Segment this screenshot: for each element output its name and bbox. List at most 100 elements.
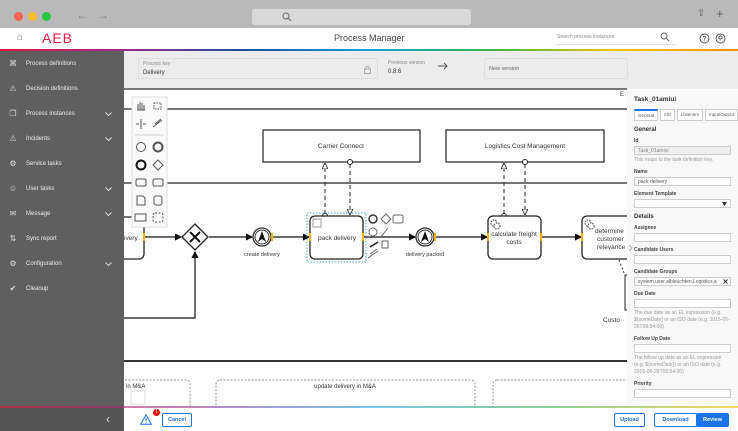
gear-icon: ⚙	[9, 259, 17, 268]
append-gateway-icon	[380, 213, 392, 225]
account-icon[interactable]	[715, 33, 726, 44]
back-icon[interactable]: ←	[76, 8, 88, 22]
new-version-input[interactable]: New version	[484, 58, 628, 79]
chevron-down-icon[interactable]	[105, 112, 112, 116]
event-create-delivery[interactable]: create delivery	[244, 227, 280, 258]
svg-text:calculate freight: calculate freight	[491, 231, 537, 238]
task-determine-customer-relevance[interactable]: determine customer relevance	[581, 215, 627, 260]
element-template-select[interactable]	[634, 199, 731, 208]
task-delivery-partial[interactable]: ivery	[124, 216, 145, 260]
assignee-input[interactable]	[634, 233, 731, 242]
collapse-sidebar-button[interactable]: ‹	[0, 408, 124, 431]
service-task-icon	[584, 219, 595, 230]
sidebar-item-message[interactable]: ✉Message	[0, 201, 124, 226]
clear-icon[interactable]	[723, 279, 728, 284]
data-store-icon	[153, 195, 163, 206]
svg-text:pack delivery: pack delivery	[318, 235, 357, 242]
upload-button[interactable]: Upload	[614, 413, 645, 427]
task-pack-delivery[interactable]: pack delivery	[306, 212, 367, 263]
task-calculate-freight-costs[interactable]: calculate freight costs	[487, 215, 542, 260]
home-icon[interactable]: ⌂	[17, 32, 24, 43]
sync-icon: ⇅	[9, 234, 17, 243]
sidebar-item-label: Sync report	[26, 235, 57, 242]
candidate-groups-input[interactable]: system,user,albleuchten,Logistics,a	[634, 277, 731, 286]
subprocess-boxes[interactable]	[124, 379, 627, 408]
subprocess-icon	[152, 178, 164, 187]
sidebar-item-label: Cleanup	[26, 285, 49, 292]
candidate-users-input[interactable]	[634, 255, 731, 264]
palette[interactable]	[131, 96, 168, 228]
forward-icon[interactable]: →	[97, 8, 109, 22]
sidebar-item-process-instances[interactable]: ❐Process instances	[0, 101, 124, 126]
pool-carrier-connect[interactable]: Carrier Connect	[262, 129, 421, 163]
svg-text:update delivery in M&A: update delivery in M&A	[314, 384, 376, 390]
aeb-logo[interactable]: AEB	[42, 30, 74, 46]
section-general: General	[634, 127, 657, 133]
maximize-window-button[interactable]	[42, 12, 51, 21]
task-icon	[135, 178, 147, 187]
priority-input[interactable]	[634, 389, 731, 398]
sidebar-item-cleanup[interactable]: ✔Cleanup	[0, 276, 124, 301]
context-pad[interactable]	[367, 213, 404, 259]
tab-nxt[interactable]: nXt	[660, 109, 675, 121]
subprocess-marker-icon[interactable]	[130, 390, 146, 405]
exclusive-gateway[interactable]	[181, 223, 209, 251]
name-label: Name	[634, 169, 648, 175]
warning-icon[interactable]	[140, 414, 152, 425]
id-field: Task_01amiui	[634, 146, 731, 155]
download-button[interactable]: Download	[654, 413, 697, 427]
svg-text:create delivery: create delivery	[244, 252, 280, 258]
app-header: ⌂ AEB Process Manager Search process ins…	[0, 28, 738, 49]
due-date-input[interactable]	[634, 299, 731, 308]
tab-general[interactable]: General	[634, 109, 659, 121]
svg-text:determine: determine	[595, 228, 624, 235]
sidebar-item-service-tasks[interactable]: ⚙Service tasks	[0, 151, 124, 176]
connect-icon	[367, 248, 379, 259]
review-button[interactable]: Review	[696, 413, 729, 427]
trash-icon	[381, 240, 389, 249]
svg-text:customer: customer	[597, 236, 625, 243]
sidebar-item-sync-report[interactable]: ⇅ Sync report	[0, 226, 124, 251]
share-icon[interactable]: ⇪	[697, 8, 706, 19]
warning-badge: 1	[153, 409, 160, 416]
group-icon	[152, 212, 164, 223]
search-instances-input[interactable]: Search process instances	[556, 31, 676, 45]
cancel-button[interactable]: Cancel	[162, 413, 192, 427]
instances-icon: ❐	[9, 109, 17, 118]
chevron-down-icon[interactable]	[105, 212, 112, 216]
bpmn-canvas[interactable]: Carrier Connect Logistics Cost Managemen…	[124, 90, 627, 408]
follow-up-date-label: Follow Up Date	[634, 336, 671, 342]
candidate-groups-label: Candidate Groups	[634, 269, 678, 275]
message-flow-ends	[322, 159, 528, 219]
chevron-down-icon[interactable]	[105, 137, 112, 141]
process-key-field[interactable]: Process key Delivery	[138, 58, 378, 79]
name-input[interactable]: pack delivery	[634, 177, 731, 186]
event-delivery-packed[interactable]: delivery packed	[406, 227, 444, 258]
address-bar[interactable]	[252, 9, 471, 25]
close-window-button[interactable]	[14, 12, 23, 21]
svg-text:Carrier Connect: Carrier Connect	[318, 143, 364, 150]
new-tab-button[interactable]: +	[716, 6, 724, 21]
append-task-icon	[392, 214, 404, 224]
tab-listeners[interactable]: Listeners	[676, 109, 704, 121]
sidebar-item-user-tasks[interactable]: ☺User tasks	[0, 176, 124, 201]
sidebar-item-configuration[interactable]: ⚙ Configuration	[0, 251, 124, 276]
sidebar-item-incidents[interactable]: ⚠Incidents	[0, 126, 124, 151]
chevron-down-icon[interactable]	[105, 262, 112, 266]
help-icon[interactable]	[699, 33, 710, 44]
tab-input-output[interactable]: Input/Output	[705, 109, 738, 121]
search-icon[interactable]	[660, 32, 670, 42]
scroll-right-icon[interactable]	[628, 244, 633, 252]
sidebar-item-label: Configuration	[26, 260, 62, 267]
sidebar-item-process-definitions[interactable]: ⌘Process definitions	[0, 51, 124, 76]
sidebar-item-label: User tasks	[26, 185, 55, 192]
follow-up-date-input[interactable]	[634, 344, 731, 353]
element-template-label: Element Template	[634, 191, 677, 197]
minimize-window-button[interactable]	[28, 12, 37, 21]
svg-text:ivery: ivery	[124, 235, 138, 242]
pool-logistics-cost-management[interactable]: Logistics Cost Management	[445, 129, 605, 163]
rainbow-divider	[0, 406, 738, 408]
chevron-down-icon[interactable]	[105, 187, 112, 191]
id-label: Id	[634, 138, 639, 144]
sidebar-item-decision-definitions[interactable]: ⚠Decision definitions	[0, 76, 124, 101]
